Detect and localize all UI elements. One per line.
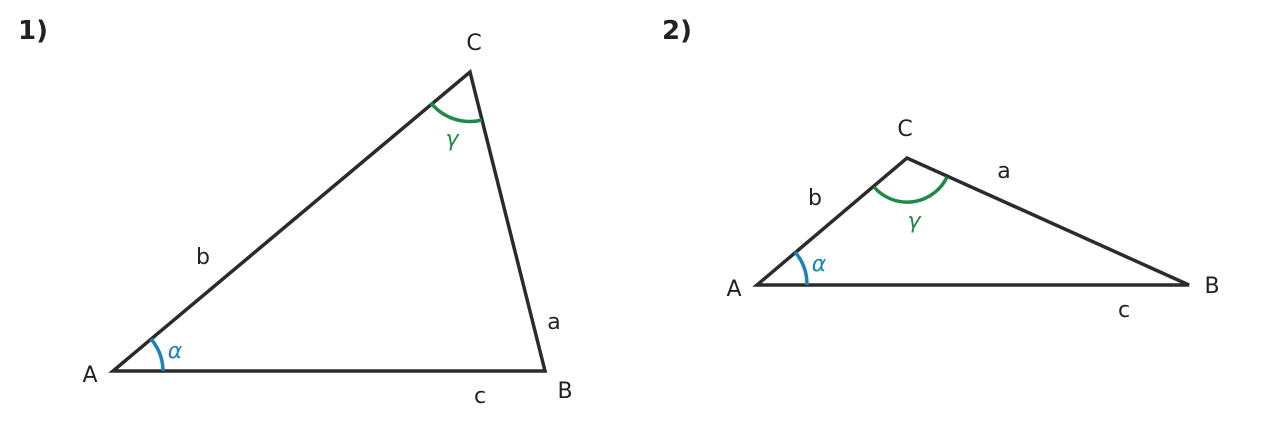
figure-1-alpha-arc	[149, 337, 165, 372]
figure-2-vertex-c: C	[897, 117, 912, 142]
figure-1-side-b: b	[196, 245, 210, 270]
figure-1: 1) A B C a b c α γ	[18, 16, 573, 409]
figure-2: 2) A B C a b c α γ	[662, 16, 1220, 323]
figure-1-vertex-b: B	[557, 379, 572, 404]
figure-1-vertex-a: A	[82, 363, 97, 388]
figure-1-vertex-c: C	[466, 31, 481, 56]
figure-1-number: 1)	[18, 16, 48, 46]
figure-1-gamma-arc	[429, 101, 483, 124]
figure-2-vertex-a: A	[726, 277, 741, 302]
figure-2-alpha-label: α	[812, 252, 827, 277]
figure-1-triangle	[108, 68, 548, 373]
figure-2-number: 2)	[662, 16, 692, 46]
figure-2-alpha-arc	[793, 250, 809, 286]
figure-1-alpha-label: α	[168, 339, 183, 364]
figure-2-vertex-b: B	[1204, 274, 1219, 299]
figure-1-gamma-label: γ	[445, 127, 459, 152]
figure-2-gamma-arc	[872, 176, 949, 204]
figure-2-side-c: c	[1118, 298, 1130, 323]
figure-2-side-a: a	[997, 159, 1010, 184]
figure-1-side-a: a	[547, 310, 560, 335]
figure-1-side-c: c	[474, 384, 486, 409]
figure-2-side-b: b	[808, 186, 822, 211]
figure-2-gamma-label: γ	[907, 209, 921, 234]
figure-2-triangle	[752, 155, 1190, 287]
